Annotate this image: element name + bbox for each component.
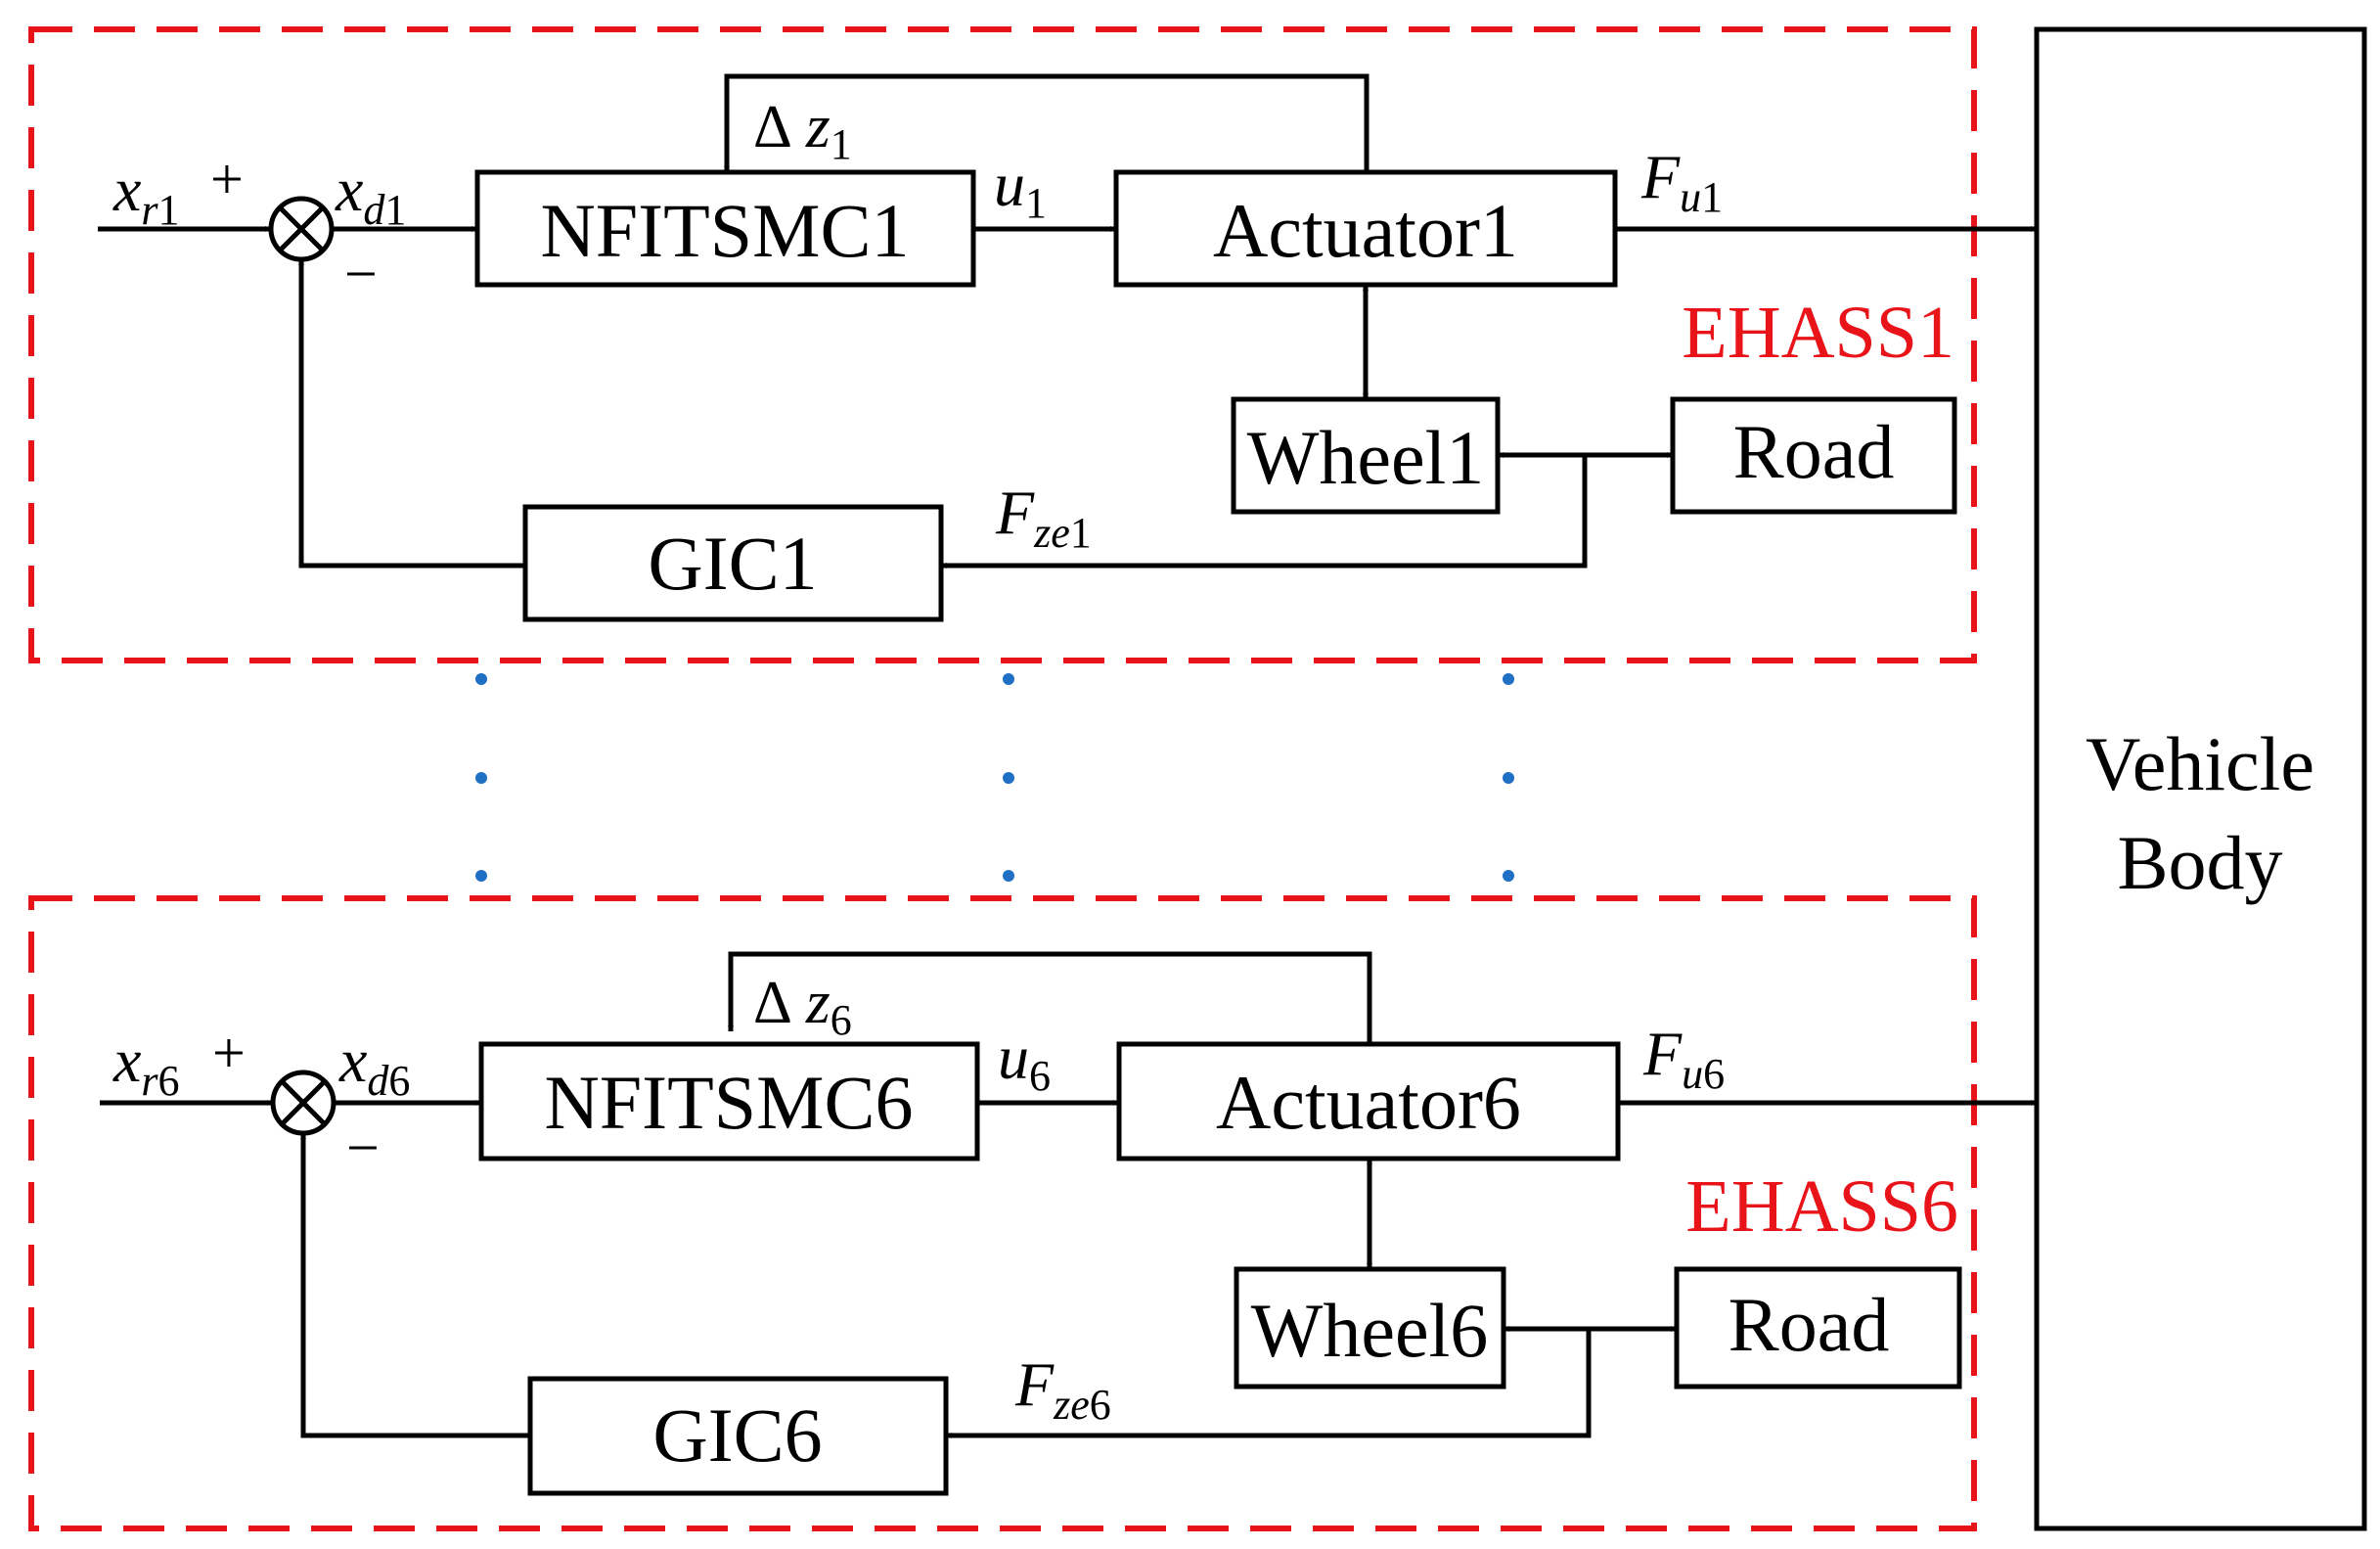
feedback-dz-1 — [724, 73, 1370, 172]
ellipsis-dot — [1003, 673, 1014, 685]
ellipsis-dot — [475, 772, 487, 784]
plus-sign-6: + — [212, 1021, 246, 1085]
wheel-label-6: Wheel6 — [1251, 1288, 1489, 1373]
subsystem-1-boundary — [28, 26, 1977, 663]
vehicle-body-label-line1: Vehicle — [2086, 721, 2314, 806]
arrow-fze-6 — [946, 1329, 1592, 1438]
signal-fu-1: Fu1 — [1640, 142, 1723, 221]
minus-sign-6: − — [346, 1116, 380, 1180]
controller-label-1: NFITSMC1 — [540, 188, 909, 273]
signal-u-6: u6 — [998, 1023, 1051, 1100]
ellipsis-dots — [475, 673, 1514, 882]
wheel-label-1: Wheel1 — [1247, 415, 1485, 500]
subsystem-ehass6: NFITSMC6 Actuator6 Wheel6 Road GIC6 EHAS… — [28, 895, 2037, 1531]
controller-label-6: NFITSMC6 — [544, 1060, 913, 1145]
ellipsis-dot — [1003, 870, 1014, 882]
signal-xr-1: xr1 — [112, 155, 180, 234]
actuator-label-1: Actuator1 — [1213, 188, 1518, 273]
actuator-label-6: Actuator6 — [1216, 1060, 1521, 1145]
vehicle-body-label-line2: Body — [2117, 820, 2282, 905]
feedback-dz-6 — [728, 951, 1372, 1044]
summing-junction-6 — [270, 1070, 337, 1136]
signal-xr-6: xr6 — [112, 1025, 180, 1105]
subsystem-label-1: EHASS1 — [1682, 292, 1954, 374]
subsystem-6-boundary — [28, 895, 1977, 1531]
signal-u-1: u1 — [994, 150, 1047, 227]
signal-xd-1: xd1 — [335, 155, 406, 234]
road-label-1: Road — [1733, 409, 1895, 494]
signal-fu-6: Fu6 — [1642, 1019, 1725, 1098]
signal-xd-6: xd6 — [338, 1025, 410, 1105]
summing-junction-1 — [268, 196, 335, 262]
gic-label-6: GIC6 — [652, 1392, 822, 1478]
ellipsis-dot — [1503, 772, 1514, 784]
ellipsis-dot — [1503, 673, 1514, 685]
arrow-fze-1 — [941, 455, 1588, 569]
subsystem-ehass1: NFITSMC1 Actuator1 Wheel1 Road GIC1 EHAS… — [28, 26, 2037, 663]
vehicle-body-block — [2034, 26, 2367, 1531]
gic-label-1: GIC1 — [648, 521, 817, 606]
feedback-gic-1 — [298, 259, 525, 569]
minus-sign-1: − — [344, 242, 378, 306]
ellipsis-dot — [1003, 772, 1014, 784]
subsystem-label-6: EHASS6 — [1685, 1165, 1958, 1248]
ellipsis-dot — [1503, 870, 1514, 882]
ellipsis-dot — [475, 870, 487, 882]
feedback-gic-6 — [300, 1133, 530, 1438]
road-block-6 — [1674, 1266, 1962, 1390]
signal-fze-6: Fze6 — [1014, 1349, 1111, 1429]
signal-fze-1: Fze1 — [995, 478, 1092, 557]
plus-sign-1: + — [210, 147, 244, 211]
ellipsis-dot — [475, 673, 487, 685]
vehicle-body: Vehicle Body — [2034, 26, 2367, 1531]
road-label-6: Road — [1729, 1282, 1890, 1367]
